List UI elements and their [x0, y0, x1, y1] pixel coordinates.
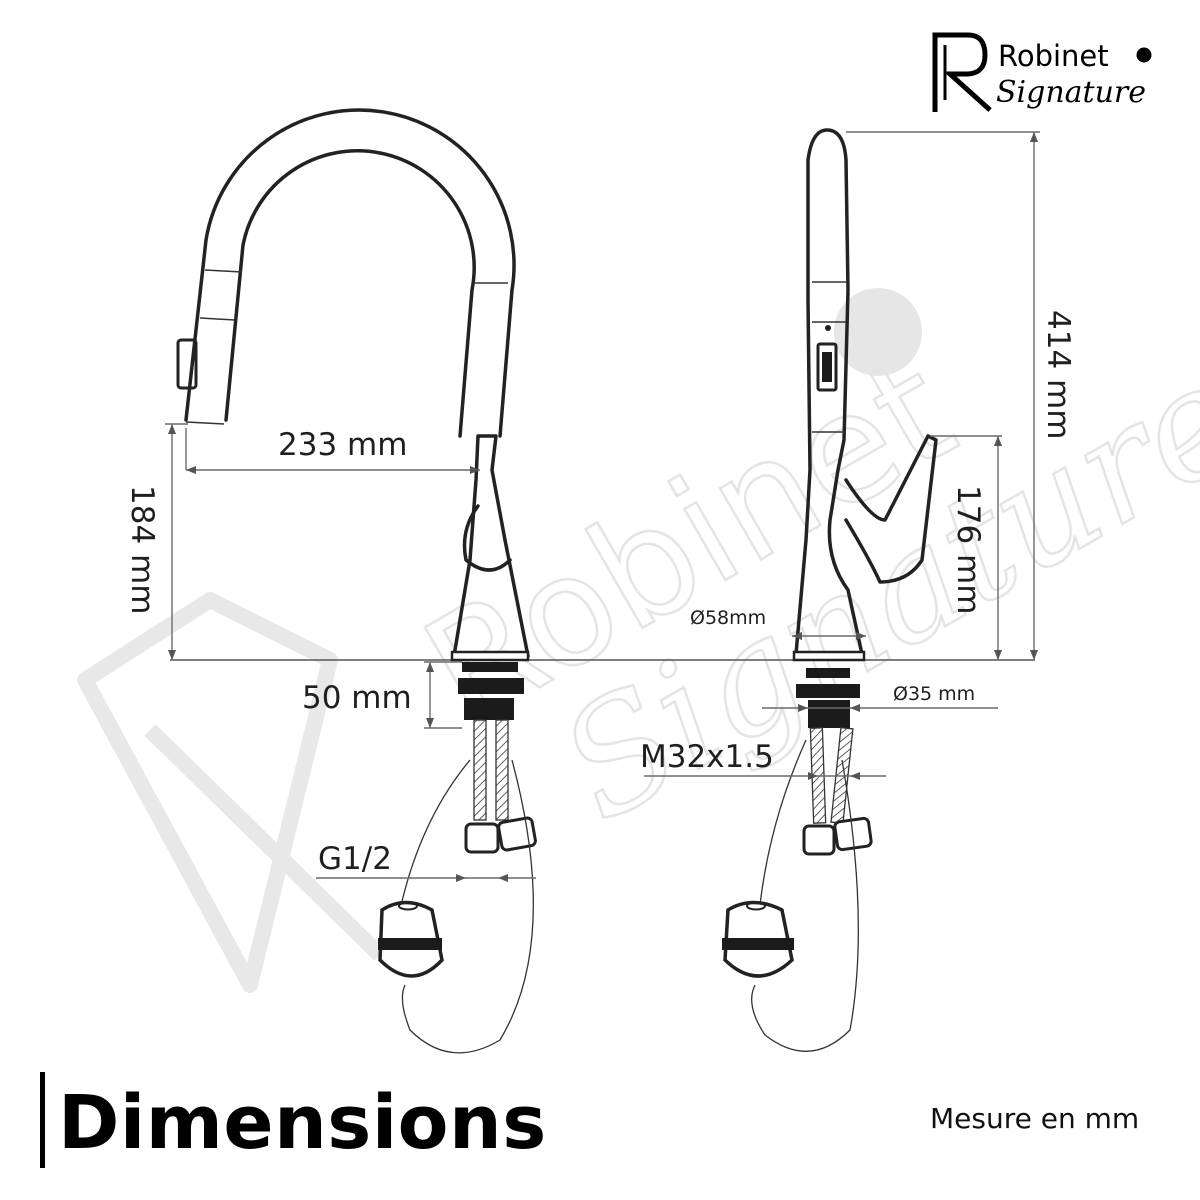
unit-note: Mesure en mm [930, 1102, 1140, 1135]
label-mount-diameter: Ø35 mm [893, 683, 975, 705]
label-shank-length: 50 mm [302, 680, 412, 716]
page-title: Dimensions [58, 1080, 547, 1166]
label-hose-connection: G1/2 [318, 841, 392, 877]
label-total-height: 414 mm [1040, 310, 1076, 439]
dimension-lines [165, 131, 1040, 882]
brand-logo: Robinet Signature [932, 32, 1152, 112]
logo-dot [1136, 47, 1152, 63]
logo-text-line2: Signature [996, 75, 1146, 110]
watermark-dot [834, 288, 922, 376]
label-handle-height: 176 mm [950, 485, 986, 614]
label-spout-reach: 233 mm [278, 427, 407, 463]
watermark: Robinet Signature [77, 288, 1200, 993]
label-spout-height: 184 mm [124, 485, 160, 614]
label-thread: M32x1.5 [640, 739, 774, 775]
faucet-front-view [176, 108, 537, 1054]
logo-mark-icon [932, 32, 992, 112]
title-accent-bar [40, 1072, 45, 1168]
label-base-diameter: Ø58mm [690, 607, 766, 629]
logo-text-line1: Robinet [998, 39, 1109, 73]
